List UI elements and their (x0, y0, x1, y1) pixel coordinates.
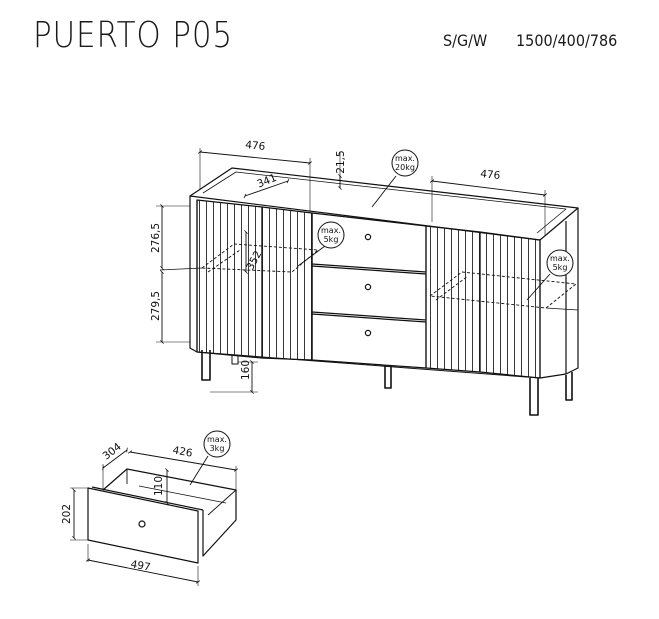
sideboard-dimension-lines (156, 148, 551, 394)
svg-text:5kg: 5kg (553, 263, 568, 272)
svg-text:20kg: 20kg (395, 163, 415, 172)
dim-lower-height: 279,5 (150, 291, 162, 321)
load-badge-drawer: max. 3kg (203, 430, 231, 458)
svg-text:max.: max. (550, 254, 570, 263)
svg-text:3kg: 3kg (210, 444, 225, 453)
dim-drawer-depth: 304 (101, 441, 124, 463)
drawer-knob-3 (364, 329, 372, 337)
sideboard (159, 167, 579, 416)
color-code: S/G/W (443, 31, 488, 50)
svg-text:max.: max. (321, 226, 341, 235)
sideboard-left-side (189, 196, 198, 353)
svg-text:max.: max. (395, 154, 415, 163)
sideboard-right-side (565, 208, 579, 375)
drawer-detail-front (87, 487, 199, 564)
drawer-front-2 (311, 265, 427, 321)
dim-door-width-right: 476 (480, 168, 502, 182)
load-badge-top: max. 20kg (391, 149, 419, 177)
svg-text:max.: max. (207, 435, 227, 444)
drawer-front-3 (311, 313, 427, 369)
load-badge-shelf-left: max. 5kg (317, 221, 345, 249)
sideboard-dimension-labels: 476 476 341 352 21,5 276,5 279,5 160 (150, 139, 501, 380)
drawer-dimension-lines (70, 447, 239, 586)
drawer-detail-knob (138, 520, 146, 528)
drawer-dimension-labels: 304 426 110 202 497 (61, 441, 194, 574)
load-badge-shelf-right: max. 5kg (546, 249, 574, 277)
right-door (425, 225, 541, 379)
dim-drawer-front-height: 202 (61, 504, 73, 524)
dim-top-thickness: 21,5 (335, 150, 347, 173)
inner-shelves (201, 243, 577, 309)
dim-door-width-left: 476 (245, 139, 267, 153)
overall-dimensions: 1500/400/786 (516, 31, 618, 50)
dim-drawer-inner-height: 110 (153, 476, 165, 496)
drawer-knob-1 (364, 233, 372, 241)
dim-leg-height: 160 (240, 360, 252, 380)
svg-text:5kg: 5kg (324, 235, 339, 244)
left-door (196, 199, 313, 361)
dim-drawer-front-width: 497 (130, 558, 152, 573)
product-title: PUERTO P05 (33, 15, 233, 56)
dim-upper-height: 276,5 (150, 223, 162, 253)
dim-drawer-inner-width: 426 (172, 444, 194, 459)
drawer-knob-2 (364, 283, 372, 291)
legs (201, 350, 573, 416)
